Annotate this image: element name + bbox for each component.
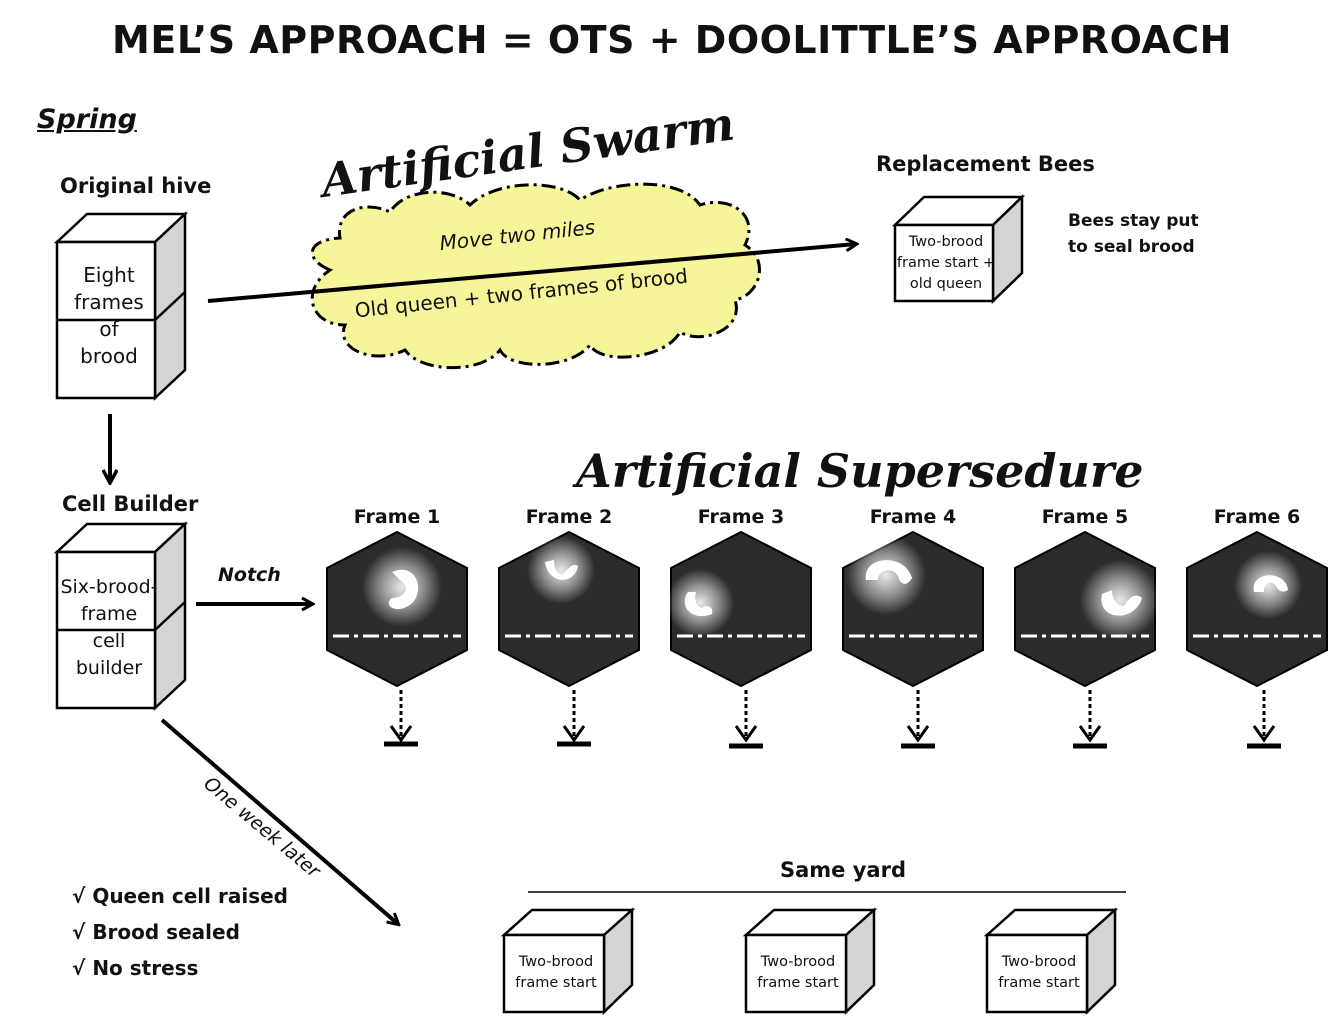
one-week-label: One week later	[199, 773, 325, 884]
frame-label-3: Frame 3	[697, 506, 785, 528]
box-line: builder	[75, 657, 143, 679]
hex-frame-2	[498, 530, 640, 747]
box-line: frame start	[515, 975, 597, 991]
swarm-arrow	[207, 244, 856, 303]
hex-frame-3	[666, 530, 812, 749]
box-line: Eight	[83, 263, 135, 287]
frame-label-4: Frame 4	[869, 506, 957, 528]
box-line: Two-brood	[760, 954, 836, 970]
hex-frame-1	[326, 530, 468, 747]
one-week-arrow	[160, 718, 398, 924]
box-line: frame	[80, 603, 138, 625]
box-line: Two-brood	[1001, 954, 1077, 970]
hex-frame-4	[842, 530, 984, 749]
frame-label-5: Frame 5	[1041, 506, 1129, 528]
yard-box-3-text: Two-brood frame start	[987, 952, 1091, 994]
box-line: frame start	[757, 975, 839, 991]
box-line: cell	[92, 630, 126, 652]
check-mark: √	[72, 920, 86, 944]
original-hive-label: Original hive	[60, 174, 212, 198]
cell-builder-label: Cell Builder	[62, 492, 199, 516]
box-line: Six-brood-	[60, 576, 158, 598]
checklist-text: Queen cell raised	[92, 884, 288, 908]
box-line: Two-brood	[908, 234, 984, 250]
checklist-text: Brood sealed	[92, 920, 240, 944]
box-line: of	[99, 317, 119, 341]
yard-box-1-text: Two-brood frame start	[504, 952, 608, 994]
replacement-bees-box-text: Two-brood frame start + old queen	[895, 232, 997, 295]
notch-label: Notch	[218, 564, 281, 586]
yard-box-2	[742, 907, 878, 1015]
replacement-bees-label: Replacement Bees	[876, 152, 1095, 176]
checklist-text: No stress	[92, 956, 199, 980]
box-line: frames	[74, 290, 144, 314]
frame-label-2: Frame 2	[525, 506, 613, 528]
frame-label-1: Frame 1	[353, 506, 441, 528]
box-line: Two-brood	[518, 954, 594, 970]
yard-box-2-text: Two-brood frame start	[746, 952, 850, 994]
hex-frame-6	[1186, 530, 1328, 749]
replacement-bees-note: Bees stay put to seal brood	[1068, 208, 1199, 260]
check-mark: √	[72, 956, 86, 980]
checklist-item: √ No stress	[72, 950, 288, 986]
swarm-cloud	[310, 182, 761, 370]
replacement-bees-box	[891, 194, 1026, 304]
supersedure-title: Artificial Supersedure	[576, 444, 1144, 498]
note-line: Bees stay put	[1068, 211, 1199, 231]
yard-box-3	[983, 907, 1119, 1015]
frame-label-6: Frame 6	[1213, 506, 1301, 528]
checklist-item: √ Brood sealed	[72, 914, 288, 950]
checklist-item: √ Queen cell raised	[72, 878, 288, 914]
original-hive-box-text: Eight frames of brood	[57, 262, 161, 370]
same-yard-label: Same yard	[780, 858, 906, 882]
hex-frame-5	[1014, 530, 1160, 749]
check-mark: √	[72, 884, 86, 908]
original-hive-box	[53, 211, 189, 401]
cell-builder-box	[53, 521, 189, 711]
page-title: MEL’S APPROACH = OTS + DOOLITTLE’S APPRO…	[112, 18, 1232, 62]
box-line: frame start	[998, 975, 1080, 991]
box-line: brood	[80, 344, 138, 368]
season-label: Spring	[37, 104, 137, 135]
checklist: √ Queen cell raised √ Brood sealed √ No …	[72, 878, 288, 986]
box-line: frame start +	[896, 255, 996, 271]
yard-box-1	[500, 907, 636, 1015]
cell-builder-box-text: Six-brood- frame cell builder	[57, 574, 161, 682]
note-line: to seal brood	[1068, 237, 1195, 257]
box-line: old queen	[909, 276, 983, 292]
